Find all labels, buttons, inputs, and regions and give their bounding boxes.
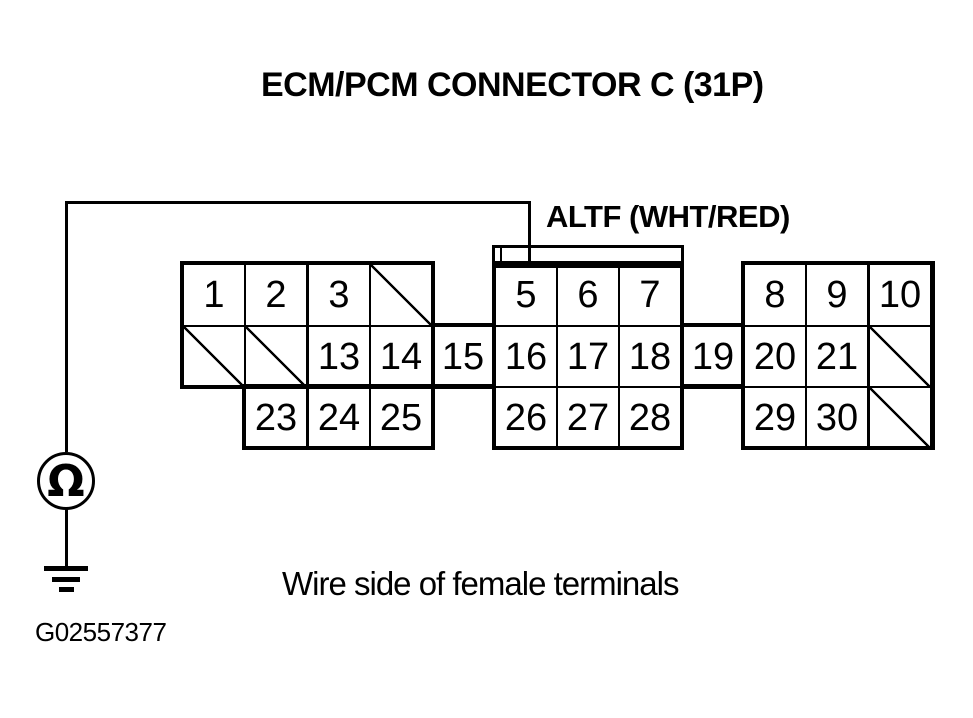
pin-cell-30: 30 <box>805 386 869 450</box>
pin-cell-2: 2 <box>244 263 308 327</box>
pin-cell-18: 18 <box>618 325 682 389</box>
pin-cell-27: 27 <box>556 386 620 450</box>
empty-pin-cell <box>868 325 932 389</box>
pin-cell-20: 20 <box>743 325 807 389</box>
pin-cell-9: 9 <box>805 263 869 327</box>
pin-cell-25: 25 <box>369 386 433 450</box>
pin-cell-14: 14 <box>369 325 433 389</box>
pin-cell-1: 1 <box>182 263 246 327</box>
empty-pin-cell <box>182 325 246 389</box>
pin-cell-8: 8 <box>743 263 807 327</box>
pin-cell-19: 19 <box>681 325 745 389</box>
empty-pin-cell <box>868 386 932 450</box>
pin-cell-3: 3 <box>307 263 371 327</box>
ground-icon <box>44 566 88 594</box>
pin-cell-16: 16 <box>494 325 558 389</box>
pin-cell-5: 5 <box>494 263 558 327</box>
pin-cell-23: 23 <box>244 386 308 450</box>
pin-cell-28: 28 <box>618 386 682 450</box>
pin-cell-21: 21 <box>805 325 869 389</box>
pin-cell-29: 29 <box>743 386 807 450</box>
pin-cell-17: 17 <box>556 325 620 389</box>
pin-cell-6: 6 <box>556 263 620 327</box>
bridge-cell19-top <box>681 323 745 327</box>
empty-pin-cell <box>369 263 433 327</box>
altf-wire-label: ALTF (WHT/RED) <box>546 199 790 234</box>
bridge-cell15-bottom <box>431 384 496 388</box>
pin-cell-7: 7 <box>618 263 682 327</box>
pin-cell-13: 13 <box>307 325 371 389</box>
wire-vertical-altf <box>528 201 531 266</box>
wire-vertical-meter <box>65 201 68 452</box>
pin-cell-10: 10 <box>868 263 932 327</box>
bridge-cell19-bottom <box>681 384 745 388</box>
pin-cell-15: 15 <box>431 325 495 389</box>
ohmmeter-icon: Ω <box>37 452 95 510</box>
figure-id: G02557377 <box>35 617 167 647</box>
connector-tab <box>492 245 684 268</box>
wire-horizontal-top <box>65 201 531 204</box>
pin-cell-24: 24 <box>307 386 371 450</box>
diagram-title: ECM/PCM CONNECTOR C (31P) <box>261 66 764 104</box>
bridge-cell15-top <box>431 323 496 327</box>
connector-tab-notch <box>500 247 502 264</box>
pin-cell-26: 26 <box>494 386 558 450</box>
wire-meter-to-ground <box>65 508 68 568</box>
ohm-symbol: Ω <box>47 456 85 507</box>
empty-pin-cell <box>244 325 308 389</box>
caption: Wire side of female terminals <box>282 565 679 602</box>
